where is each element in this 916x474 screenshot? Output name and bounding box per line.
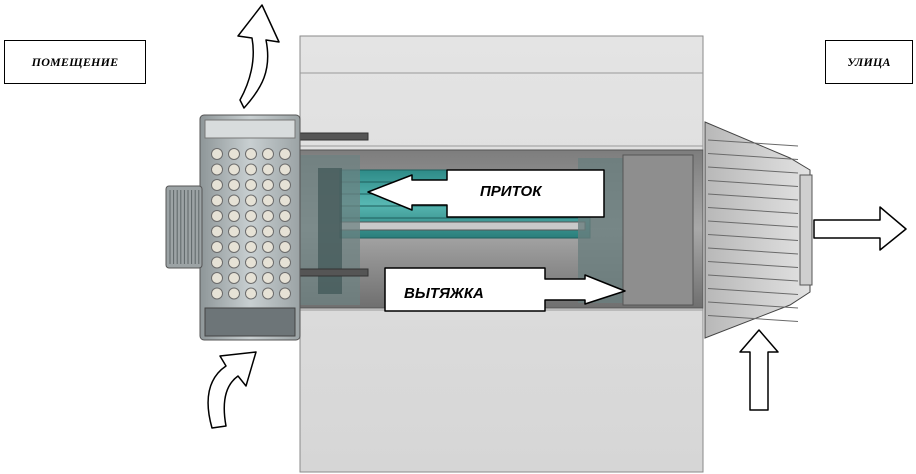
grille-hole [279, 272, 291, 284]
grille-hole [211, 194, 223, 207]
curved-arrow-up-left [237, 4, 280, 109]
grille-hole [245, 163, 257, 176]
grille-hole [211, 287, 223, 300]
hood-fin [707, 207, 799, 214]
grille-hole [279, 163, 291, 176]
indoor-unit [199, 114, 301, 341]
outdoor-hood-fins [707, 139, 799, 322]
hood-fin [707, 220, 799, 228]
grille-hole [262, 210, 274, 222]
hood-fin [707, 180, 799, 187]
grille-hole [228, 179, 240, 191]
grille-hole [211, 179, 223, 191]
grille-hole [211, 256, 223, 269]
grille-hole [262, 163, 274, 176]
grille-hole [245, 194, 257, 207]
grille-hole [245, 287, 257, 300]
exhaust-arrow [384, 267, 626, 312]
supply-arrow [367, 169, 605, 218]
hood-fin [707, 315, 799, 322]
arrow-to-street [813, 206, 907, 251]
grille-hole [228, 256, 240, 269]
grille-hole [211, 272, 223, 284]
grille-hole [245, 272, 257, 284]
indoor-fan-hub [165, 185, 203, 269]
grille-hole [245, 225, 257, 238]
supply-flow-label: ПРИТОК [480, 183, 542, 200]
grille-hole [211, 225, 223, 238]
grille-hole [211, 210, 223, 222]
grille-hole [211, 148, 223, 160]
grille-hole [279, 287, 291, 300]
grille-hole [228, 194, 240, 207]
grille-hole [245, 241, 257, 253]
grille-hole [245, 179, 257, 191]
fan-hub-ribs [169, 190, 200, 264]
hood-fin [707, 274, 799, 282]
grille-hole [245, 210, 257, 222]
grille-hole [211, 163, 223, 176]
grille-hole [228, 163, 240, 176]
grille-hole [279, 241, 291, 253]
exhaust-flow-label: ВЫТЯЖКА [404, 285, 484, 302]
grille-hole [228, 148, 240, 160]
grille-hole [228, 241, 240, 253]
grille-hole [228, 287, 240, 300]
grille-hole [262, 179, 274, 191]
grille-hole [262, 148, 274, 160]
grille-hole [262, 241, 274, 253]
hood-fin [707, 288, 799, 295]
indoor-grille-holes [211, 148, 291, 300]
grille-hole [228, 210, 240, 222]
grille-hole [228, 272, 240, 284]
grille-hole [228, 225, 240, 238]
grille-hole [262, 272, 274, 284]
grille-hole [245, 256, 257, 269]
grille-hole [262, 194, 274, 207]
grille-hole [245, 148, 257, 160]
outdoor-hood [704, 121, 813, 339]
grille-hole [279, 179, 291, 191]
grille-hole [279, 256, 291, 269]
hood-fin [707, 261, 799, 268]
hood-fin [707, 166, 799, 174]
grille-hole [279, 210, 291, 222]
left-flange [300, 155, 360, 305]
grille-hole [279, 194, 291, 207]
grille-hole [262, 225, 274, 238]
arrow-from-street-up [739, 329, 779, 411]
hood-fin [707, 234, 799, 241]
hood-fin [707, 247, 799, 255]
grille-hole [262, 256, 274, 269]
hood-fin [707, 193, 799, 201]
grille-hole [211, 241, 223, 253]
grille-hole [262, 287, 274, 300]
grille-hole [279, 225, 291, 238]
grille-hole [279, 148, 291, 160]
hood-fin [707, 153, 799, 160]
curved-arrow-into-indoor-unit [207, 351, 257, 429]
hood-fin [707, 301, 799, 309]
hood-fin [707, 139, 799, 147]
room-label: ПОМЕЩЕНИЕ [4, 40, 146, 84]
street-label: УЛИЦА [825, 40, 913, 84]
